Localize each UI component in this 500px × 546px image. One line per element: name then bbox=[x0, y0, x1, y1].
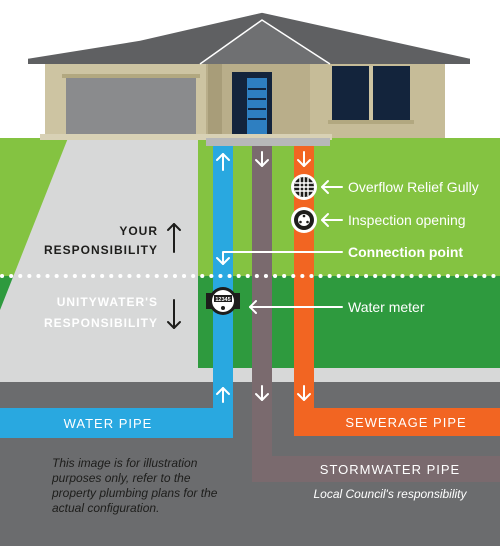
window-sill bbox=[328, 120, 414, 124]
arrow-down-icon bbox=[255, 385, 269, 401]
door-pane bbox=[248, 108, 266, 110]
disclaimer-line4: actual configuration. bbox=[52, 501, 159, 515]
house bbox=[27, 11, 471, 146]
water-pipe-horizontal bbox=[0, 408, 233, 438]
arrow-down-icon bbox=[255, 151, 269, 167]
sewerage-pipe-label: SEWERAGE PIPE bbox=[345, 415, 466, 430]
inspection-opening-label: Inspection opening bbox=[348, 212, 466, 228]
footpath bbox=[0, 368, 500, 382]
disclaimer-line1: This image is for illustration bbox=[52, 456, 198, 470]
door-pane bbox=[248, 88, 266, 90]
your-responsibility-line2: RESPONSIBILITY bbox=[44, 243, 158, 257]
roof-gable bbox=[200, 20, 330, 64]
inspection-cap-icon bbox=[291, 207, 317, 233]
arrow-up-icon bbox=[216, 387, 230, 403]
arrow-left-icon bbox=[321, 180, 343, 194]
roof-edge bbox=[27, 11, 471, 59]
water-meter-icon: 12345 bbox=[206, 287, 240, 315]
arrow-left-icon bbox=[249, 300, 343, 314]
stormwater-pipe-vertical bbox=[252, 146, 272, 482]
water-meter-label: Water meter bbox=[348, 299, 425, 315]
unitywater-responsibility-line1: UNITYWATER'S bbox=[57, 295, 158, 309]
callout-arrows bbox=[216, 180, 343, 314]
door-pane bbox=[248, 118, 266, 120]
unitywater-responsibility-line2: RESPONSIBILITY bbox=[44, 316, 158, 330]
sewerage-pipe-horizontal bbox=[294, 408, 500, 436]
arrow-left-icon bbox=[321, 213, 343, 227]
arrow-up-icon bbox=[167, 223, 181, 253]
front-step bbox=[206, 138, 330, 146]
your-responsibility-line1: YOUR bbox=[119, 224, 158, 238]
connection-point-label: Connection point bbox=[348, 244, 463, 260]
garage-frame bbox=[62, 74, 200, 78]
water-pipe bbox=[0, 146, 233, 438]
connection-point-pointer bbox=[216, 251, 343, 265]
arrow-down-icon bbox=[297, 385, 311, 401]
water-pipe-vertical bbox=[213, 146, 233, 410]
porch-pillar bbox=[208, 64, 222, 138]
arrow-up-icon bbox=[216, 153, 230, 171]
flow-arrows bbox=[216, 151, 311, 403]
overflow-relief-gully-label: Overflow Relief Gully bbox=[348, 179, 479, 195]
grate-icon bbox=[291, 174, 317, 200]
garage-door bbox=[66, 78, 196, 136]
door-pane bbox=[248, 98, 266, 100]
window-divider bbox=[369, 66, 373, 120]
disclaimer-line2: purposes only, refer to the bbox=[51, 471, 191, 485]
roof-ridge bbox=[199, 19, 331, 65]
meter-reading: 12345 bbox=[215, 297, 230, 303]
arrow-down-icon bbox=[167, 299, 181, 329]
house-base bbox=[40, 134, 332, 140]
front-door-glass bbox=[247, 78, 267, 134]
driveway bbox=[0, 138, 198, 368]
stormwater-pipe-horizontal bbox=[252, 456, 500, 482]
arrow-down-icon bbox=[297, 151, 311, 167]
water-pipe-label: WATER PIPE bbox=[64, 416, 153, 431]
stormwater-pipe-label: STORMWATER PIPE bbox=[320, 462, 460, 477]
stormwater-pipe bbox=[252, 146, 500, 482]
disclaimer-line3: property plumbing plans for the bbox=[51, 486, 218, 500]
council-responsibility-label: Local Council's responsibility bbox=[313, 487, 467, 501]
